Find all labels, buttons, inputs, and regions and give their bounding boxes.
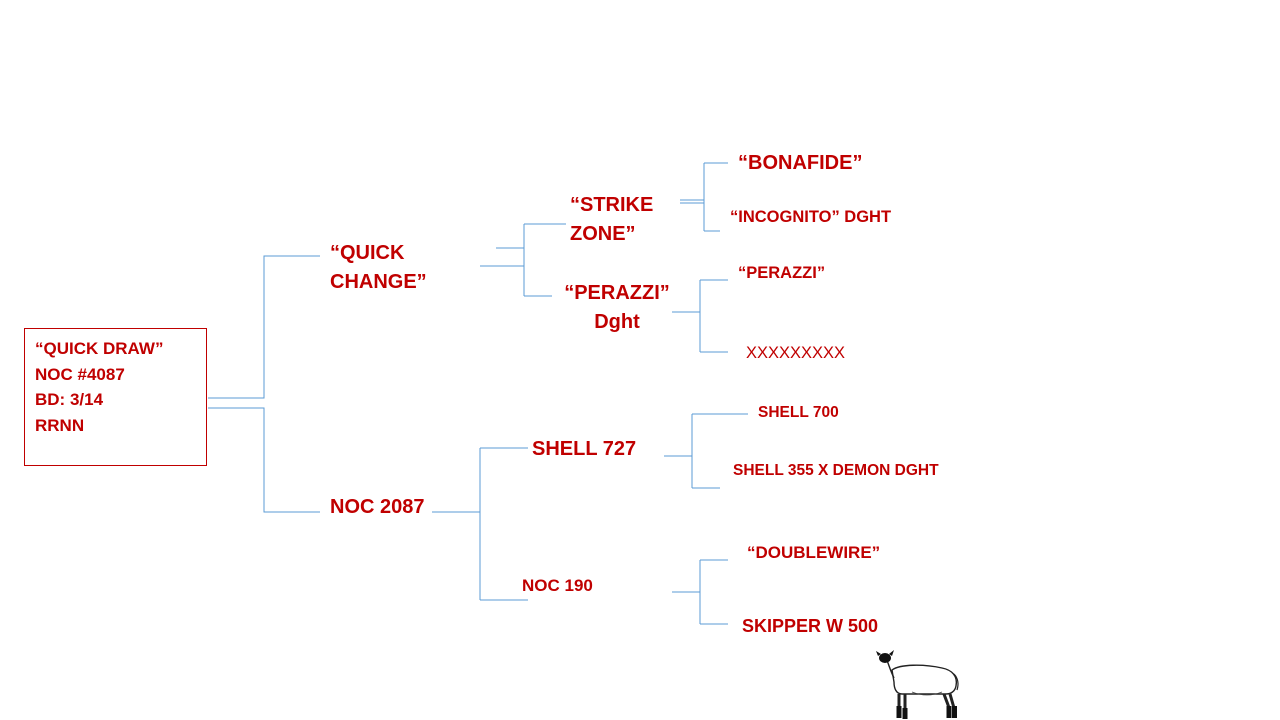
connector-perazzi-parents	[672, 279, 728, 353]
sire-dam-name-line2: Dght	[594, 311, 640, 333]
sire-dam-sire-label: “PERAZZI”	[738, 264, 826, 282]
sire-sire-sire-label: “BONAFIDE”	[738, 152, 863, 174]
connector-subject-sire	[208, 255, 320, 399]
sheep-icon	[876, 650, 959, 719]
sire-sire-label: “STRIKE ZONE”	[570, 191, 653, 249]
dam-sire-dam-label: SHELL 355 X DEMON DGHT	[733, 462, 939, 479]
sire-dam-dam-label: XXXXXXXXX	[746, 344, 846, 362]
connector-dam-parents	[432, 447, 528, 601]
connector-sire-parents	[480, 223, 566, 297]
dam-sire-label: SHELL 727	[532, 438, 637, 460]
sire-sire-name-line2: ZONE”	[570, 223, 636, 245]
sire-name-line1: “QUICK	[330, 242, 405, 264]
connector-subject-dam	[208, 407, 320, 513]
connector-strike-zone-parents	[680, 162, 728, 232]
sire-name-line2: CHANGE”	[330, 271, 427, 293]
sire-dam-name-line1: “PERAZZI”	[564, 282, 670, 304]
sire-sire-name-line1: “STRIKE	[570, 194, 654, 216]
sire-dam-label: “PERAZZI” Dght	[562, 279, 672, 337]
subject-box: “QUICK DRAW” NOC #4087 BD: 3/14 RRNN	[24, 328, 207, 466]
connector-shell727-parents	[664, 413, 748, 489]
dam-dam-label: NOC 190	[522, 576, 593, 595]
dam-sire-sire-label: SHELL 700	[758, 404, 839, 421]
connector-noc190-parents	[672, 559, 728, 625]
sire-sire-dam-label: “INCOGNITO” DGHT	[730, 208, 892, 226]
subject-genotype: RRNN	[35, 415, 85, 435]
dam-label: NOC 2087	[330, 496, 425, 518]
dam-dam-dam-label: SKIPPER W 500	[742, 616, 879, 636]
subject-id: NOC #4087	[35, 364, 125, 384]
dam-dam-sire-label: “DOUBLEWIRE”	[747, 543, 881, 562]
sire-label: “QUICK CHANGE”	[330, 239, 427, 297]
subject-birthdate: BD: 3/14	[35, 390, 104, 409]
subject-name: “QUICK DRAW”	[35, 339, 164, 358]
